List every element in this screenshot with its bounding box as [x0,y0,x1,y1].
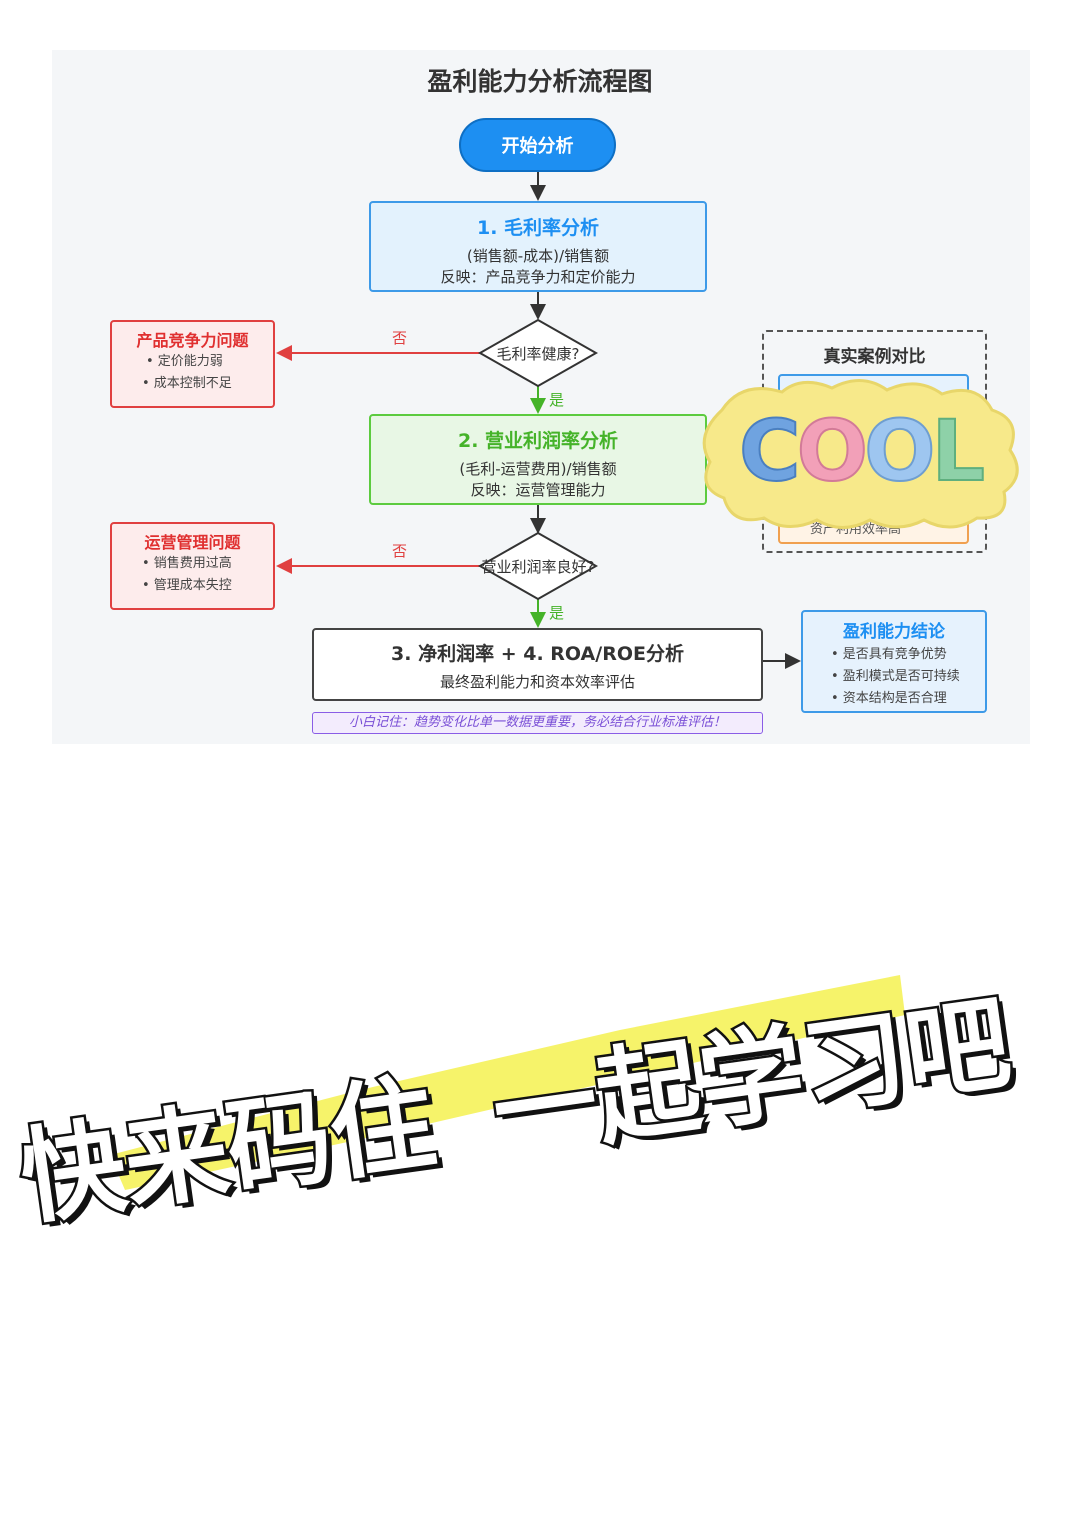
step3-title: 3. 净利润率 + 4. ROA/ROE分析 [391,643,684,665]
issue1-box: 产品竞争力问题 • 定价能力弱 • 成本控制不足 [110,320,275,408]
step2-title: 2. 营业利润率分析 [457,430,619,452]
issue2-box: 运营管理问题 • 销售费用过高 • 管理成本失控 [110,522,275,610]
sticker-letter-l: L [931,402,983,500]
start-node: 开始分析 [459,118,616,172]
sticker-letter-o2: O [864,402,932,500]
decision1-yes-label: 是 [549,391,565,409]
sticker-letter-o1: O [797,402,865,500]
decision2-label: 营业利润率良好? [481,558,595,576]
issue2-item: • 管理成本失控 [142,578,232,593]
step2-reflect: 反映：运营管理能力 [470,481,606,499]
sticker-background [702,379,1019,529]
cool-sticker: COOL [702,379,1019,529]
sticker-text: COOL [739,402,984,500]
step1-box: 1. 毛利率分析 (销售额-成本)/销售额 反映：产品竞争力和定价能力 [369,201,707,292]
connector-lines [276,172,801,669]
issue2-item: • 销售费用过高 [142,556,232,571]
conclusion-box: 盈利能力结论 • 是否具有竞争优势 • 盈利模式是否可持续 • 资本结构是否合理 [801,610,987,713]
issue1-item: • 定价能力弱 [146,354,223,369]
issue2-title: 运营管理问题 [144,533,241,552]
step1-reflect: 反映：产品竞争力和定价能力 [440,268,636,286]
conclusion-item: • 资本结构是否合理 [831,691,947,706]
step2-box: 2. 营业利润率分析 (毛利-运营费用)/销售额 反映：运营管理能力 [369,414,707,505]
decision2-diamond [477,531,599,601]
step2-formula: (毛利-运营费用)/销售额 [459,460,617,478]
slogan-highlight [110,975,905,1190]
decision2-no-label: 否 [392,542,408,560]
step3-box: 3. 净利润率 + 4. ROA/ROE分析 最终盈利能力和资本效率评估 [312,628,763,701]
conclusion-title: 盈利能力结论 [843,622,945,642]
decision2-yes-label: 是 [549,604,565,622]
issue1-title: 产品竞争力问题 [136,331,249,350]
decision1-label: 毛利率健康? [496,345,580,363]
diagram-title: 盈利能力分析流程图 [427,67,653,96]
issue1-item: • 成本控制不足 [142,376,232,391]
step1-formula: (销售额-成本)/销售额 [466,247,610,265]
conclusion-item: • 是否具有竞争优势 [831,647,947,662]
tip-banner: 小白记住：趋势变化比单一数据更重要，务必结合行业标准评估！ [312,712,763,734]
step3-desc: 最终盈利能力和资本效率评估 [439,673,635,691]
conclusion-item: • 盈利模式是否可持续 [831,669,960,684]
sticker-letter-c: C [739,402,797,500]
step1-title: 1. 毛利率分析 [476,217,600,239]
case-title: 真实案例对比 [823,347,926,367]
decision1-diamond [477,318,599,388]
decision1-no-label: 否 [392,329,408,347]
